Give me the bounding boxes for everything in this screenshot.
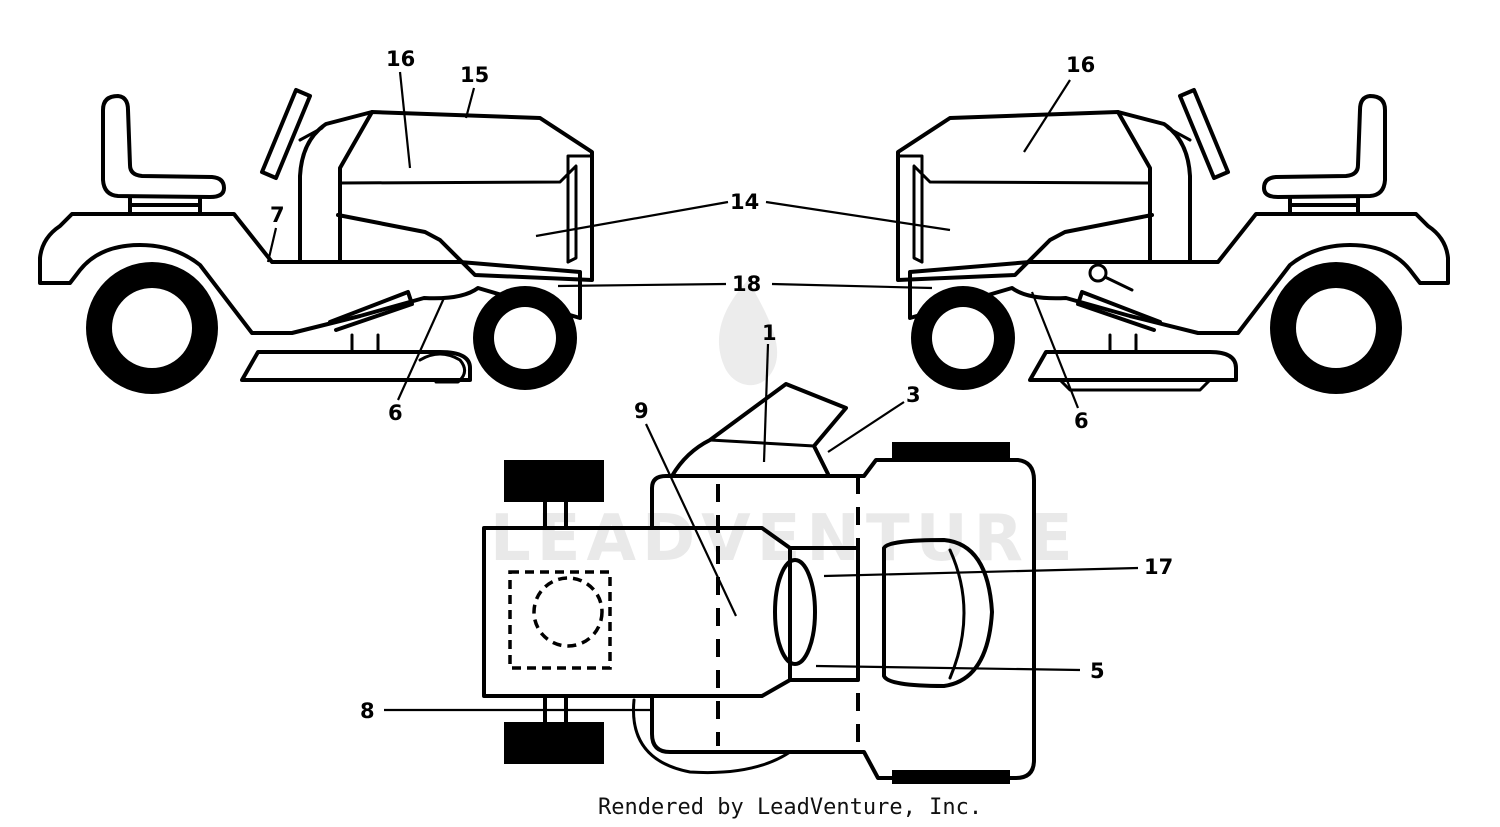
leader-left-7 [266, 227, 278, 263]
right-rear-hub [1296, 288, 1376, 368]
left-rear-hub [112, 288, 192, 368]
right-deck-chute [1058, 378, 1212, 392]
callout-top-17: 17 [1144, 555, 1173, 579]
callout-right-6: 6 [1074, 409, 1089, 433]
callout-top-9: 9 [634, 399, 649, 423]
callout-left-16: 16 [386, 47, 415, 71]
right-hood-crease [912, 164, 1152, 264]
callout-right-16: 16 [1066, 53, 1095, 77]
left-deck-chute [418, 352, 466, 384]
top-fuel-cap [532, 576, 604, 648]
callout-left-7: 7 [270, 203, 285, 227]
left-footrest [328, 290, 414, 332]
leader-top-9 [645, 423, 737, 617]
left-seat [101, 94, 226, 199]
top-front-tire-upper [892, 442, 1010, 460]
top-hood-line [948, 548, 966, 680]
leader-14-right [765, 200, 951, 232]
top-view [482, 382, 1036, 784]
top-body [650, 458, 1036, 780]
right-rear-fender [908, 212, 1450, 335]
watermark: LEADVENTURE [490, 280, 1079, 576]
right-dash [1116, 110, 1192, 264]
top-rear-tire-lower [504, 722, 604, 764]
top-side-chute [631, 698, 792, 775]
left-mower-deck [240, 350, 472, 382]
leader-top-1 [762, 343, 770, 463]
leader-left-6 [396, 297, 446, 401]
callout-18: 18 [732, 272, 761, 296]
leader-right-6 [1030, 291, 1080, 409]
right-footrest [1076, 290, 1162, 332]
right-front-hub [932, 307, 994, 369]
left-steering-column [298, 126, 324, 142]
watermark-text: LEADVENTURE [490, 502, 1079, 576]
left-dash [298, 110, 374, 264]
right-hood [896, 110, 1154, 282]
left-side-view [38, 88, 594, 394]
left-hood-crease [338, 164, 578, 264]
callout-14: 14 [730, 190, 759, 214]
left-deck-mount [350, 333, 380, 354]
callout-left-6: 6 [388, 401, 403, 425]
left-hood [336, 110, 594, 282]
leader-14-left [535, 200, 729, 238]
leader-right-16 [1023, 79, 1071, 153]
leader-top-17 [823, 566, 1139, 578]
leader-18-right [771, 282, 933, 290]
top-hood [882, 538, 994, 688]
right-steering-wheel [1178, 88, 1230, 180]
callout-top-1: 1 [762, 321, 777, 345]
left-seat-post [128, 195, 202, 214]
left-front-hub [494, 307, 556, 369]
leader-lines [266, 71, 1139, 712]
top-rear-tire-upper [504, 460, 604, 502]
left-rear-fender [38, 212, 582, 335]
leader-18-left [557, 282, 727, 288]
right-side-view [896, 88, 1450, 394]
right-lever [1103, 275, 1134, 292]
callouts: 16 15 7 6 16 6 14 18 1 3 9 17 5 8 [270, 47, 1173, 723]
right-steering-column [1166, 126, 1192, 142]
right-deck-mount [1108, 333, 1138, 354]
leader-left-16 [398, 71, 412, 169]
leader-top-5 [815, 664, 1081, 672]
top-grass-chute [670, 382, 848, 478]
left-steering-wheel [260, 88, 312, 180]
leader-left-15 [464, 87, 476, 119]
footer-credit: Rendered by LeadVenture, Inc. [598, 795, 982, 820]
top-fuel-cap-area [508, 570, 612, 670]
leader-top-3 [827, 401, 905, 453]
right-mower-deck [1028, 350, 1238, 382]
top-chute-inner [708, 438, 816, 448]
right-lever-knob [1088, 263, 1108, 283]
right-hood-front [896, 154, 924, 264]
callout-top-3: 3 [906, 383, 921, 407]
callout-top-5: 5 [1090, 659, 1105, 683]
right-seat [1262, 94, 1387, 199]
callout-left-15: 15 [460, 63, 489, 87]
callout-top-8: 8 [360, 699, 375, 723]
left-hood-front [566, 154, 594, 264]
top-rear-axle [543, 500, 568, 724]
top-steering-wheel [773, 558, 817, 666]
watermark-flame-icon [718, 280, 778, 386]
right-seat-post [1288, 195, 1360, 214]
